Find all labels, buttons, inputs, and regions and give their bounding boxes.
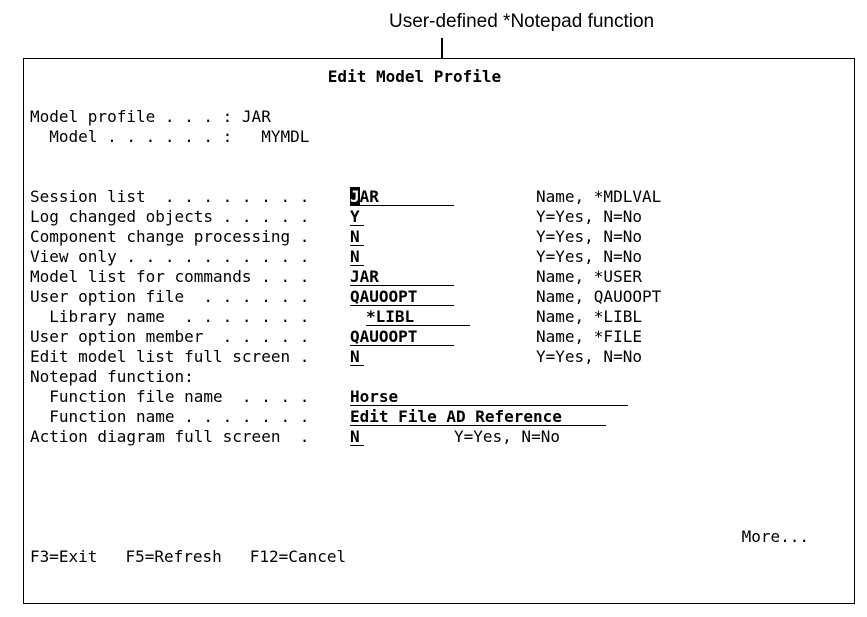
user-option-member-input[interactable]: QAUOOPT <box>350 327 454 346</box>
field-row-component-change-processing: Component change processing . N Y=Yes, N=N… <box>30 227 854 247</box>
log-changed-objects-hint: Y=Yes, N=No <box>536 207 642 226</box>
model-profile-line: Model profile . . . : JAR <box>30 107 854 127</box>
notepad-function-heading: Notepad function: <box>30 367 854 387</box>
more-indicator: More... <box>741 527 809 546</box>
library-name-hint: Name, *LIBL <box>536 307 642 326</box>
screen-title: Edit Model Profile <box>327 67 502 86</box>
blank-line <box>30 467 854 487</box>
blank-line <box>30 507 854 527</box>
view-only-label: View only . . . . . . . . . . <box>30 247 310 266</box>
field-row-edit-model-list-full-screen: Edit model list full screen . N Y=Yes, N=N… <box>30 347 854 367</box>
model-list-for-commands-hint: Name, *USER <box>536 267 642 286</box>
view-only-input[interactable]: N <box>350 247 364 266</box>
action-diagram-full-screen-input[interactable]: N <box>350 427 364 446</box>
log-changed-objects-label: Log changed objects . . . . . <box>30 207 310 226</box>
session-list-label: Session list . . . . . . . . <box>30 187 310 206</box>
action-diagram-full-screen-label: Action diagram full screen . <box>30 427 310 446</box>
terminal-screen: Edit Model Profile Model profile . . . :… <box>23 58 855 604</box>
blank-line <box>30 447 854 467</box>
field-row-function-name: Function name . . . . . . . Edit File AD … <box>30 407 854 427</box>
action-diagram-full-screen-hint: Y=Yes, N=No <box>454 427 560 446</box>
fkey-f12-cancel[interactable]: F12=Cancel <box>249 547 347 566</box>
blank-line <box>30 87 854 107</box>
view-only-hint: Y=Yes, N=No <box>536 247 642 266</box>
model-label: Model . . . . . . : <box>30 127 262 146</box>
component-change-processing-label: Component change processing . <box>30 227 310 246</box>
component-change-processing-input[interactable]: N <box>350 227 364 246</box>
fkey-f5-refresh[interactable]: F5=Refresh <box>125 547 222 566</box>
blank-line <box>30 167 854 187</box>
function-name-label: Function name . . . . . . . <box>30 407 310 426</box>
annotation-label: User-defined *Notepad function <box>389 11 655 32</box>
field-row-session-list: Session list . . . . . . . . JAR Name, *MD… <box>30 187 854 207</box>
field-row-library-name: Library name . . . . . . . *LIBL Name, *LI… <box>30 307 854 327</box>
field-row-view-only: View only . . . . . . . . . . N Y=Yes, N=N… <box>30 247 854 267</box>
function-key-bar: F3=Exit F5=Refresh F12=Cancel <box>30 547 854 567</box>
user-option-member-label: User option member . . . . . <box>30 327 310 346</box>
fkey-f3-exit[interactable]: F3=Exit <box>30 547 98 566</box>
component-change-processing-hint: Y=Yes, N=No <box>536 227 642 246</box>
model-profile-value: JAR <box>241 107 271 126</box>
field-row-model-list-for-commands: Model list for commands . . . JAR Name, *U… <box>30 267 854 287</box>
field-row-log-changed-objects: Log changed objects . . . . . Y Y=Yes, N=N… <box>30 207 854 227</box>
user-option-file-hint: Name, QAUOOPT <box>536 287 662 306</box>
field-row-user-option-member: User option member . . . . . QAUOOPT Name,… <box>30 327 854 347</box>
model-line: Model . . . . . . : MYMDL <box>30 127 854 147</box>
user-option-member-hint: Name, *FILE <box>536 327 642 346</box>
edit-model-list-full-screen-label: Edit model list full screen . <box>30 347 310 366</box>
session-list-hint: Name, *MDLVAL <box>536 187 662 206</box>
log-changed-objects-input[interactable]: Y <box>350 207 364 226</box>
blank-line <box>30 487 854 507</box>
library-name-label: Library name . . . . . . . <box>30 307 310 326</box>
function-name-input[interactable]: Edit File AD Reference <box>350 407 606 426</box>
blank-line <box>30 147 854 167</box>
library-name-input[interactable]: *LIBL <box>366 307 470 326</box>
notepad-function-label: Notepad function: <box>30 367 194 386</box>
edit-model-list-full-screen-hint: Y=Yes, N=No <box>536 347 642 366</box>
user-option-file-label: User option file . . . . . . <box>30 287 310 306</box>
field-row-function-file-name: Function file name . . . . Horse <box>30 387 854 407</box>
session-list-input[interactable]: JAR <box>350 187 454 206</box>
function-file-name-input[interactable]: Horse <box>350 387 628 406</box>
edit-model-list-full-screen-input[interactable]: N <box>350 347 364 366</box>
field-row-user-option-file: User option file . . . . . . QAUOOPT Name,… <box>30 287 854 307</box>
model-value: MYMDL <box>261 127 310 146</box>
model-list-for-commands-input[interactable]: JAR <box>350 267 454 286</box>
field-row-action-diagram-full-screen: Action diagram full screen . N Y=Yes, N=No <box>30 427 854 447</box>
model-profile-label: Model profile . . . : <box>30 107 242 126</box>
function-file-name-label: Function file name . . . . <box>30 387 310 406</box>
model-list-for-commands-label: Model list for commands . . . <box>30 267 310 286</box>
user-option-file-input[interactable]: QAUOOPT <box>350 287 454 306</box>
